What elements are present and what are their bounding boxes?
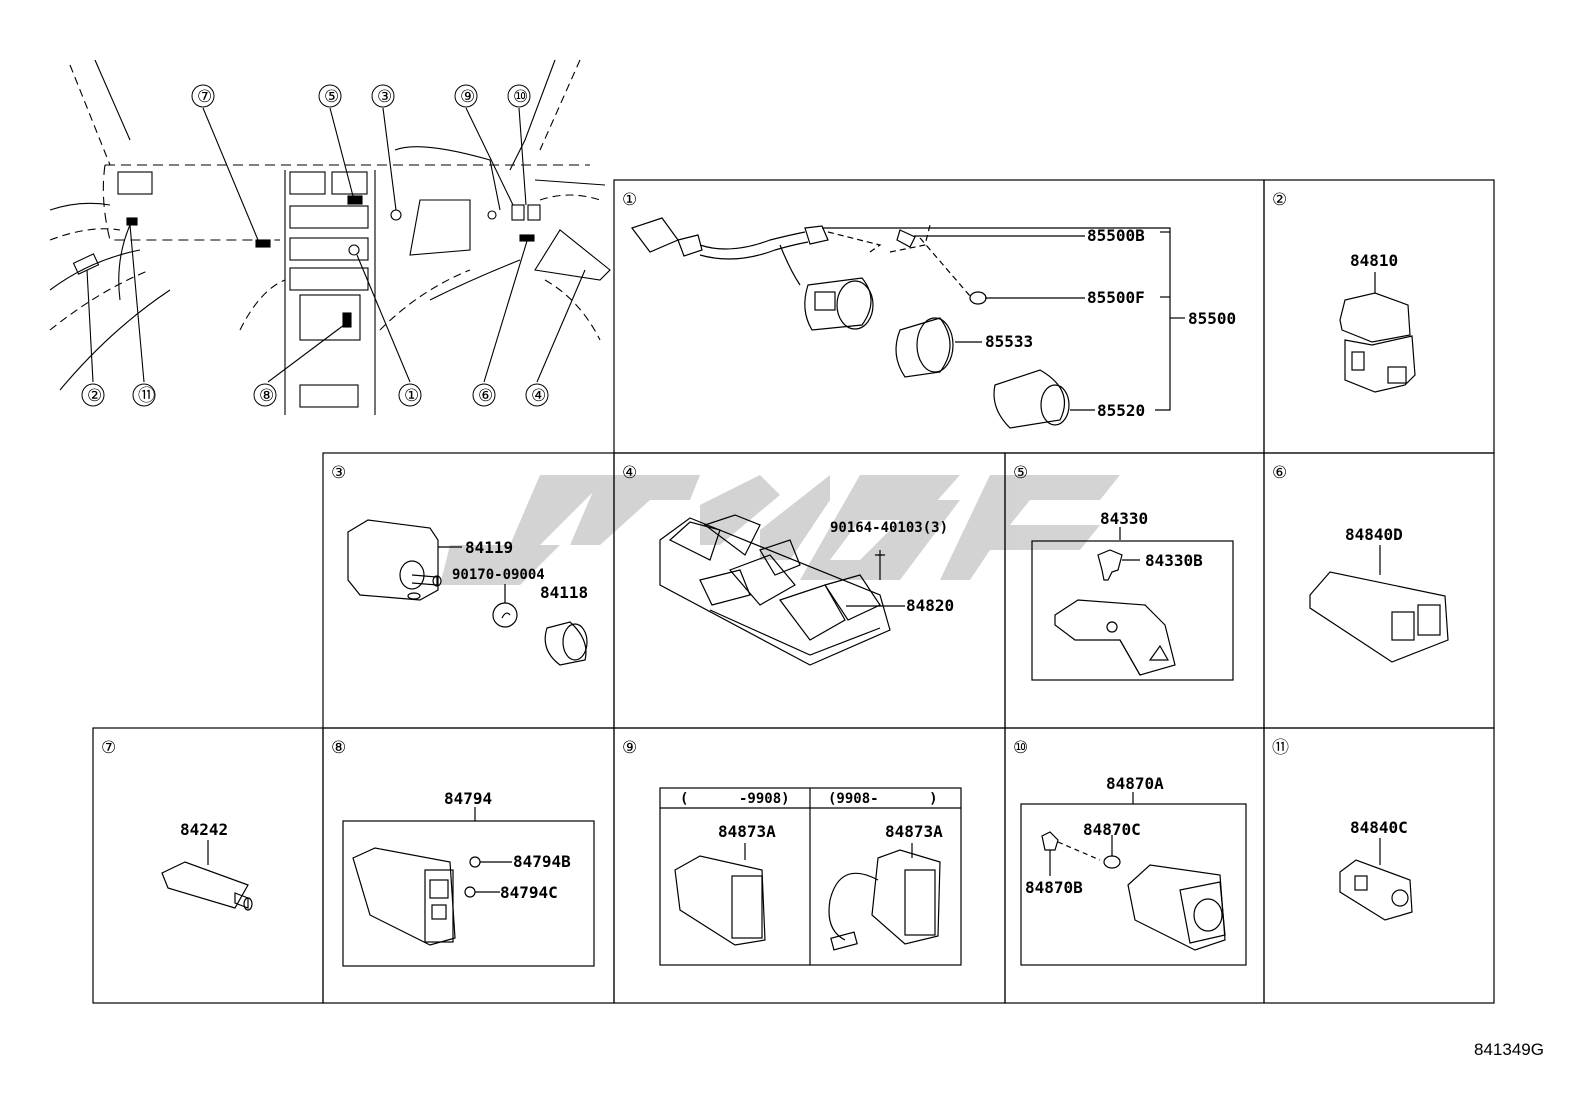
part-84330B: 84330B [1145, 551, 1203, 570]
part-84873A-before: 84873A [718, 822, 776, 841]
variant-header-after: (9908- ) [828, 791, 938, 807]
part-84794B: 84794B [513, 852, 571, 871]
part-84119: 84119 [465, 538, 513, 557]
part-84840C: 84840C [1350, 818, 1408, 837]
dimmer-switch-drawing [347, 519, 588, 666]
switch-84840C-drawing [1339, 838, 1413, 921]
part-84820: 84820 [906, 596, 954, 615]
part-84794: 84794 [444, 789, 492, 808]
mirror-switch-drawing [1020, 792, 1247, 966]
switch-84794-drawing [342, 807, 595, 967]
part-85533: 85533 [985, 332, 1033, 351]
switch-84242-drawing [161, 840, 253, 911]
panel-1-number: ① [622, 190, 637, 210]
part-84118: 84118 [540, 583, 588, 602]
part-85500: 85500 [1188, 309, 1236, 328]
part-84870A: 84870A [1106, 774, 1164, 793]
panel-11-number: ⑪ [1272, 738, 1289, 758]
variant-header-before: ( -9908) [680, 791, 790, 807]
switch-84840D-drawing [1309, 545, 1449, 663]
panel-9-number: ⑨ [622, 738, 637, 758]
part-84870C: 84870C [1083, 820, 1141, 839]
callout-8: ⑧ [259, 386, 274, 406]
part-84810: 84810 [1350, 251, 1398, 270]
part-84870B: 84870B [1025, 878, 1083, 897]
panel-5-number: ⑤ [1013, 463, 1028, 483]
part-85500F: 85500F [1087, 288, 1145, 307]
part-84242: 84242 [180, 820, 228, 839]
power-window-switch-drawing [659, 514, 905, 666]
switch-84810-drawing [1339, 272, 1416, 393]
callout-5: ⑤ [324, 87, 339, 107]
callout-1: ① [404, 386, 419, 406]
diagram-code: 841349G [1474, 1040, 1544, 1059]
lighter-assembly-drawing [631, 217, 1185, 429]
part-85500B: 85500B [1087, 226, 1145, 245]
part-84873A-after: 84873A [885, 822, 943, 841]
callout-4: ④ [531, 386, 546, 406]
switch-84873A-drawing [659, 787, 962, 966]
callout-7: ⑦ [197, 87, 212, 107]
callout-6: ⑥ [478, 386, 493, 406]
part-84794C: 84794C [500, 883, 558, 902]
callout-10: ⑩ [513, 87, 528, 107]
part-85520: 85520 [1097, 401, 1145, 420]
part-90170-09004: 90170-09004 [452, 567, 545, 583]
callout-3: ③ [377, 87, 392, 107]
callout-11: ⑪ [138, 386, 155, 406]
callout-2: ② [87, 386, 102, 406]
watermark-logo [440, 475, 1120, 585]
hazard-switch-drawing [1031, 527, 1234, 681]
panel-3-number: ③ [331, 463, 346, 483]
panel-10-number: ⑩ [1013, 738, 1028, 758]
part-84330: 84330 [1100, 509, 1148, 528]
dashboard-overview [49, 59, 611, 415]
part-90164-40103: 90164-40103(3) [830, 520, 948, 536]
panel-2-number: ② [1272, 190, 1287, 210]
panel-6-number: ⑥ [1272, 463, 1287, 483]
overview-callouts [81, 84, 549, 407]
panel-7-number: ⑦ [101, 738, 116, 758]
callout-9: ⑨ [460, 87, 475, 107]
panel-grid [92, 179, 1495, 1004]
panel-4-number: ④ [622, 463, 637, 483]
part-84840D: 84840D [1345, 525, 1403, 544]
panel-8-number: ⑧ [331, 738, 346, 758]
